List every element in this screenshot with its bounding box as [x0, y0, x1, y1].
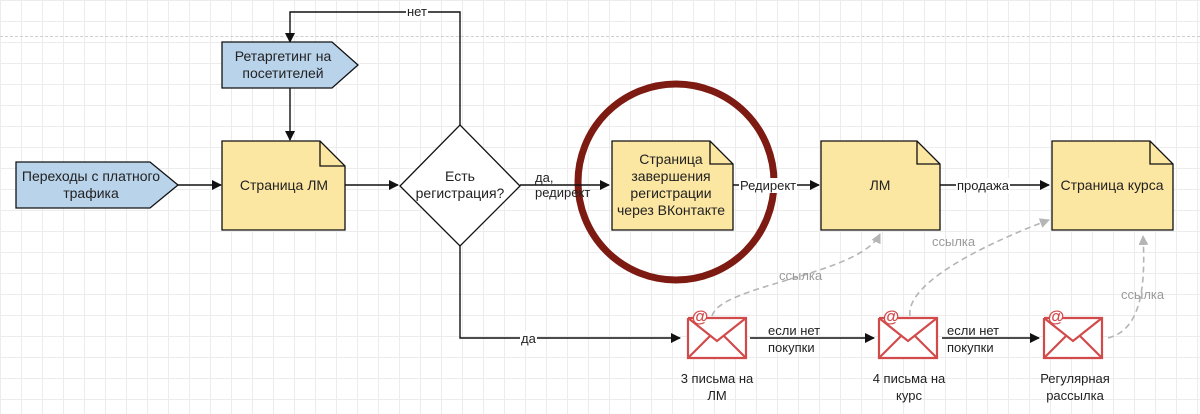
node-lm-page: Страница ЛМ [239, 176, 329, 193]
edge-label-redirect: Редирект [739, 178, 798, 193]
edge-label-yes: да [520, 331, 537, 346]
node-vk-registration-page: Страница завершения регистрации через ВК… [616, 151, 726, 218]
node-lm: ЛМ [869, 176, 891, 193]
edge-link-email2-to-course [909, 218, 1050, 317]
edge-label-if-no-purchase: если нет покупки [947, 323, 1000, 355]
edge-label-link: ссылка [932, 234, 976, 249]
node-vk-reg-shape [611, 140, 734, 231]
node-decision-shape [399, 124, 521, 247]
edge-label-if-no-purchase: если нет покупки [768, 323, 821, 355]
email-caption-regular: Регулярная рассылка [1040, 371, 1110, 403]
email-caption-course: 4 письма на курс [872, 371, 946, 403]
node-course-page: Страница курса [1060, 176, 1164, 193]
node-retargeting: Ретаргетинг на посетителей [234, 48, 332, 81]
node-registration-check: Есть регистрация? [415, 168, 505, 201]
edge-yes-to-emails [459, 246, 681, 343]
email-icon [877, 305, 939, 360]
edge-label-link: ссылка [1121, 287, 1165, 302]
edge-label-sale: продажа [956, 178, 1010, 193]
edge-link-email3-to-course [1107, 235, 1149, 339]
email-icon [1042, 305, 1104, 360]
edge-label-no: нет [406, 4, 428, 19]
email-icon [686, 305, 748, 360]
background-dashed-guide [0, 36, 1200, 37]
node-course-shape [1051, 140, 1174, 231]
edge-link-email1-to-lm [711, 233, 881, 317]
node-lm-shape [820, 140, 941, 231]
edge-label-link: ссылка [779, 268, 823, 283]
email-caption-lm: 3 письма на ЛМ [680, 371, 754, 403]
node-retargeting-shape [221, 41, 359, 89]
edge-no-loop [285, 11, 461, 125]
node-paid-traffic-shape [15, 161, 180, 209]
edge-label-yes-redirect: да, редирект [535, 170, 591, 200]
node-paid-traffic: Переходы с платного трафика [21, 168, 161, 201]
node-lm-page-shape [221, 140, 346, 231]
